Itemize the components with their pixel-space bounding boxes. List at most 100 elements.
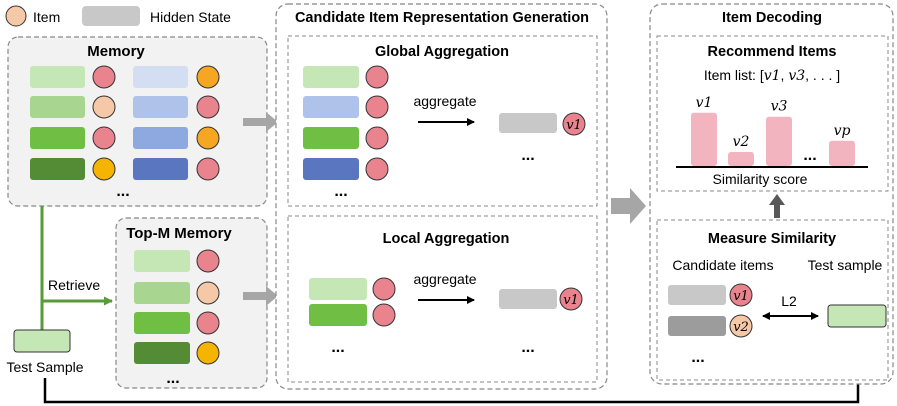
memory-panel: Memory ...: [7, 36, 268, 207]
gray-arrow-top-m: [243, 286, 278, 306]
similarity-bar-label: v2: [733, 134, 750, 150]
item-circle: [92, 157, 116, 181]
legend-item-label: Item: [33, 9, 60, 25]
local-output-item-label: v1: [563, 293, 579, 308]
test-sample-state-decoding: [827, 304, 887, 328]
global-output-item: [562, 112, 586, 136]
test-sample: Test Sample: [6, 329, 84, 375]
candidate-item-label: v1: [733, 289, 749, 304]
recommend-items-title: Recommend Items: [708, 44, 837, 60]
similarity-bar-label: vp: [834, 123, 851, 139]
legend-item-icon: [5, 5, 27, 27]
hidden-state: [30, 66, 85, 88]
item-circle: [365, 157, 389, 181]
up-arrow-shaft: [774, 204, 780, 218]
local-ellipsis-left: ...: [331, 339, 344, 356]
item-circle: [196, 311, 220, 335]
hidden-state: [133, 127, 188, 149]
hidden-state: [303, 96, 359, 118]
item-circle: [196, 341, 220, 365]
hidden-state: [134, 250, 190, 272]
retrieve-label: Retrieve: [48, 277, 100, 293]
bar-ellipsis: ...: [803, 147, 816, 164]
local-aggregation-title: Local Aggregation: [383, 231, 510, 247]
item-circle: [372, 303, 396, 327]
global-aggregation-title: Global Aggregation: [375, 44, 509, 60]
candidate-item: [729, 314, 753, 338]
hidden-state: [134, 342, 190, 364]
hidden-state: [30, 96, 85, 118]
local-ellipsis-right: ...: [521, 339, 534, 356]
candidate-state: [668, 285, 726, 305]
hidden-state: [303, 66, 359, 88]
item-decoding-panel: Item Decoding Recommend Items Item list:…: [649, 3, 894, 385]
item-circle: [365, 126, 389, 150]
measure-similarity-title: Measure Similarity: [708, 231, 836, 247]
test-sample-title: Test sample: [808, 257, 883, 273]
similarity-axis-label: Similarity score: [713, 171, 808, 187]
item-circle: [196, 281, 220, 305]
retrieve-flow: Retrieve: [40, 206, 113, 330]
gray-arrow-memory: [243, 112, 278, 132]
item-circle: [372, 277, 396, 301]
hidden-state: [133, 158, 188, 180]
top-m-memory-title: Top-M Memory: [126, 225, 232, 242]
similarity-bar: [691, 112, 717, 166]
l2-label: L2: [781, 293, 797, 309]
hidden-state: [30, 158, 85, 180]
item-circle: [196, 126, 220, 150]
hidden-state: [134, 282, 190, 304]
memory-title: Memory: [87, 43, 145, 60]
candidate-items-label: Candidate items: [672, 257, 773, 273]
hidden-state: [309, 278, 367, 300]
similarity-bar: [766, 116, 792, 166]
item-circle: [196, 249, 220, 273]
item-decoding-title: Item Decoding: [722, 10, 822, 26]
legend-hidden-state-icon: [82, 6, 140, 26]
local-aggregate-label: aggregate: [413, 271, 476, 287]
local-output-item: [559, 287, 583, 311]
top-m-memory-panel: Top-M Memory ...: [115, 217, 268, 389]
similarity-bars: v1 v2 v3 vp: [691, 95, 855, 166]
top-m-memory-ellipsis: ...: [166, 370, 179, 387]
candidate-generation-title: Candidate Item Representation Generation: [295, 10, 589, 26]
hidden-state: [303, 158, 359, 180]
hidden-state: [133, 96, 188, 118]
memory-ellipsis: ...: [116, 183, 129, 200]
item-circle: [365, 65, 389, 89]
global-aggregate-label: aggregate: [413, 93, 476, 109]
item-circle: [92, 65, 116, 89]
hidden-state: [303, 127, 359, 149]
item-list: Item list: [v1, v3, . . . ]: [704, 67, 840, 84]
candidate-ellipsis: ...: [691, 349, 704, 366]
item-circle: [92, 95, 116, 119]
test-sample-state: [13, 329, 71, 353]
item-circle: [196, 157, 220, 181]
item-circle: [196, 65, 220, 89]
hidden-state: [134, 312, 190, 334]
global-output-item-label: v1: [566, 118, 582, 133]
hidden-state: [309, 304, 367, 326]
similarity-bar: [728, 152, 754, 166]
global-ellipsis-right: ...: [521, 147, 534, 164]
similarity-bar-label: v3: [771, 99, 788, 115]
global-ellipsis-left: ...: [334, 183, 347, 200]
local-output-state: [499, 289, 557, 309]
test-sample-label: Test Sample: [6, 359, 83, 375]
legend-hidden-state-label: Hidden State: [150, 9, 231, 25]
candidate-item-label: v2: [733, 320, 749, 335]
candidate-state: [668, 316, 726, 336]
hidden-state: [30, 127, 85, 149]
item-circle: [92, 126, 116, 150]
item-circle: [196, 95, 220, 119]
similarity-bar: [829, 140, 855, 166]
global-output-state: [499, 113, 557, 133]
hidden-state: [133, 66, 188, 88]
gray-arrow-decoding: [611, 188, 646, 224]
candidate-generation-panel: Candidate Item Representation Generation…: [275, 3, 608, 390]
similarity-bar-label: v1: [696, 95, 713, 111]
up-arrow-head: [769, 194, 785, 205]
candidate-item: [729, 283, 753, 307]
item-circle: [365, 95, 389, 119]
legend: Item Hidden State: [5, 5, 231, 27]
